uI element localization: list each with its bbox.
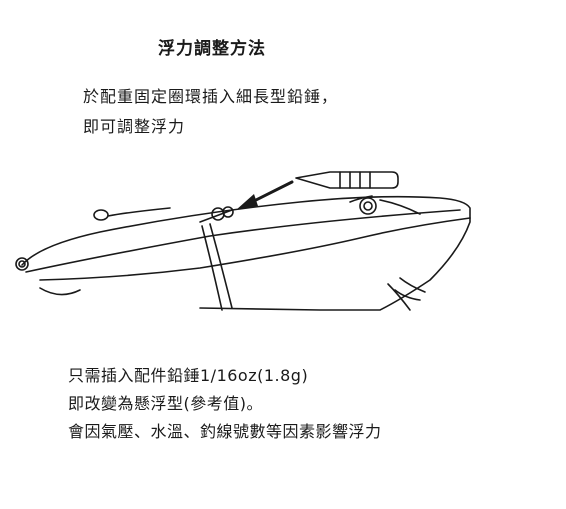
intro-line-1: 於配重固定圈環插入細長型鉛錘， xyxy=(83,87,339,106)
arrow-icon xyxy=(236,180,294,210)
page-title: 浮力調整方法 xyxy=(158,39,266,59)
notes-text: 只需插入配件鉛錘1/16oz(1.8g) 即改變為懸浮型(參考值)。 會因氣壓、… xyxy=(68,362,382,446)
lure-body-icon xyxy=(15,195,471,311)
sinker-weight-icon xyxy=(295,171,399,189)
intro-text: 於配重固定圈環插入細長型鉛錘， 即可調整浮力 xyxy=(83,82,338,142)
lure-weight-illustration xyxy=(15,171,471,311)
notes-line-2: 即改變為懸浮型(參考值)。 xyxy=(68,394,263,413)
intro-line-2: 即可調整浮力 xyxy=(83,117,186,136)
notes-line-1: 只需插入配件鉛錘1/16oz(1.8g) xyxy=(68,366,309,385)
notes-line-3: 會因氣壓、水溫、釣線號數等因素影響浮力 xyxy=(68,422,382,441)
